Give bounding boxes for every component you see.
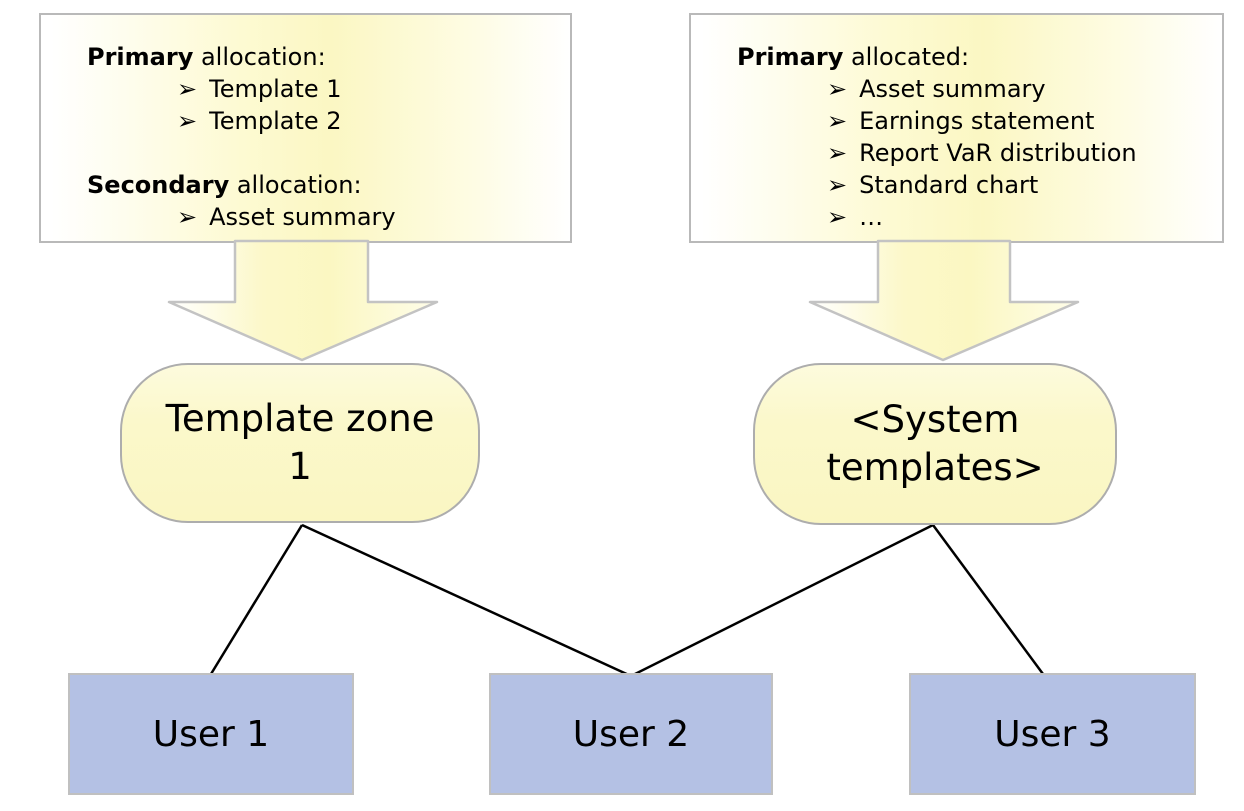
connector-zone1-user1 — [209, 524, 304, 675]
user-2-label: User 2 — [572, 713, 690, 755]
allocation-item: ➢ Standard chart — [737, 169, 1212, 201]
user-1-box: User 1 — [68, 673, 354, 795]
arrow-bullet-icon: ➢ — [827, 171, 848, 199]
connector-systemtpl-user2 — [630, 523, 934, 678]
down-arrow-left — [167, 239, 439, 362]
arrow-bullet-icon: ➢ — [177, 75, 198, 103]
allocation-item-label: Asset summary — [209, 203, 396, 231]
allocation-item: ➢ Report VaR distribution — [737, 137, 1212, 169]
allocation-heading: Secondary allocation: — [87, 171, 362, 199]
allocation-item: ➢ Asset summary — [737, 73, 1212, 105]
shape-system-templates: <System templates> — [753, 363, 1117, 525]
allocation-item: ➢ Template 2 — [87, 105, 560, 137]
user-3-label: User 3 — [994, 713, 1111, 755]
allocation-item: ➢ Asset summary — [87, 201, 560, 233]
allocation-item-label: Template 2 — [209, 107, 342, 135]
allocation-heading: Primary allocation: — [87, 43, 326, 71]
shape-template-zone-1: Template zone 1 — [120, 363, 480, 523]
arrow-bullet-icon: ➢ — [827, 107, 848, 135]
allocation-item-label: Template 1 — [209, 75, 342, 103]
arrow-bullet-icon: ➢ — [177, 203, 198, 231]
allocation-item-label: Report VaR distribution — [859, 139, 1137, 167]
arrow-bullet-icon: ➢ — [827, 139, 848, 167]
arrow-bullet-icon: ➢ — [827, 203, 848, 231]
allocation-heading: Primary allocated: — [737, 43, 970, 71]
connector-systemtpl-user3 — [931, 524, 1045, 675]
allocation-item-label: … — [859, 203, 884, 231]
allocation-section: Primary allocation: ➢ Template 1 ➢ Template … — [87, 41, 560, 137]
allocation-item: ➢… — [737, 201, 1212, 233]
callout-template-zone-1-allocations: Primary allocation: ➢ Template 1 ➢ Template … — [39, 13, 572, 243]
user-2-box: User 2 — [489, 673, 773, 795]
arrow-bullet-icon: ➢ — [177, 107, 198, 135]
shape-template-zone-1-label: Template zone 1 — [165, 397, 435, 488]
allocation-item-label: Asset summary — [859, 75, 1046, 103]
arrow-bullet-icon: ➢ — [827, 75, 848, 103]
allocation-item-label: Earnings statement — [859, 107, 1095, 135]
allocation-section: Primary allocated: ➢ Asset summary ➢ Earning… — [737, 41, 1212, 233]
down-arrow-right — [808, 239, 1080, 362]
user-3-box: User 3 — [909, 673, 1196, 795]
allocation-section: Secondary allocation: ➢ Asset summary — [87, 169, 560, 233]
allocation-item: ➢ Template 1 — [87, 73, 560, 105]
allocation-item-label: Standard chart — [859, 171, 1039, 199]
connector-zone1-user2 — [301, 523, 632, 678]
shape-system-templates-label: <System templates> — [826, 398, 1044, 489]
user-1-label: User 1 — [152, 713, 270, 755]
allocation-item: ➢ Earnings statement — [737, 105, 1212, 137]
callout-system-templates-allocations: Primary allocated: ➢ Asset summary ➢ Earning… — [689, 13, 1224, 243]
